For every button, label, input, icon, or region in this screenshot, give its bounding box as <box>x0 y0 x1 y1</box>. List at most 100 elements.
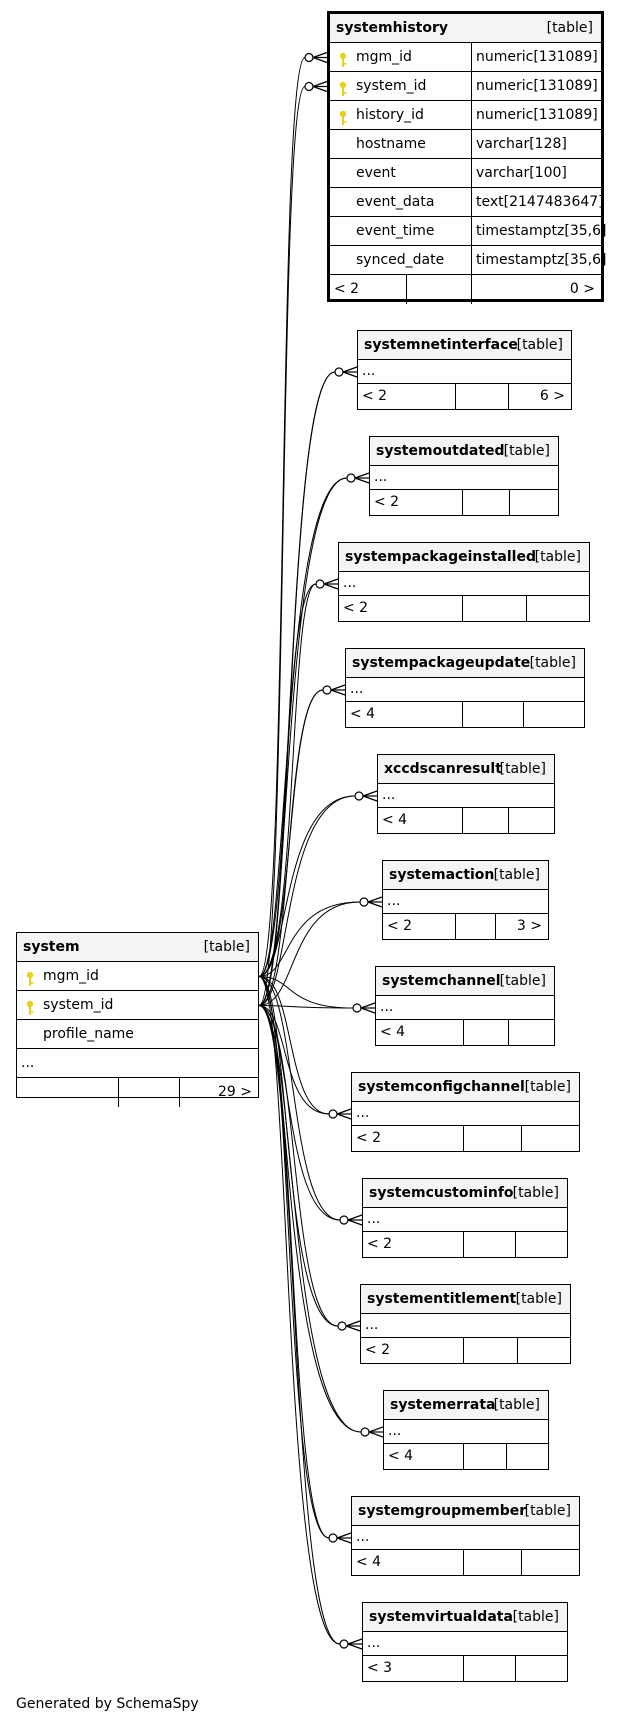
footer-parent-count: < 2 <box>374 490 399 514</box>
more-columns-row: ... <box>363 1208 567 1232</box>
cell-divider <box>471 217 472 245</box>
table-header[interactable]: systemaction [table] <box>383 861 548 890</box>
table-header[interactable]: system [table] <box>17 933 258 962</box>
table-footer: < 4 <box>352 1550 579 1575</box>
cell-divider <box>179 1078 180 1107</box>
column-type: numeric[131089] <box>476 101 598 129</box>
column-type: varchar[100] <box>476 159 567 187</box>
more-columns-row: ... <box>370 466 558 490</box>
ellipsis: ... <box>350 678 363 700</box>
table-systemchannel[interactable]: systemchannel [table] ... < 4 <box>375 966 555 1046</box>
column-row[interactable]: event_time timestamptz[35,6] <box>330 217 601 246</box>
ellipsis: ... <box>21 1049 34 1077</box>
crows-foot-marker <box>340 1215 362 1225</box>
column-type: numeric[131089] <box>476 43 598 71</box>
crows-foot-marker <box>353 1003 375 1013</box>
table-systemoutdated[interactable]: systemoutdated [table] ... < 2 <box>369 436 559 516</box>
cell-divider <box>523 702 524 727</box>
table-header[interactable]: systemchannel [table] <box>376 967 554 996</box>
table-header[interactable]: systemhistory [table] <box>330 14 601 43</box>
table-header[interactable]: systemnetinterface [table] <box>358 331 571 360</box>
ellipsis: ... <box>356 1526 369 1548</box>
cell-divider <box>455 384 456 409</box>
table-header[interactable]: xccdscanresult [table] <box>378 755 554 784</box>
table-systemcustominfo[interactable]: systemcustominfo [table] ... < 2 <box>362 1178 568 1258</box>
column-type: numeric[131089] <box>476 72 598 100</box>
column-name: system_id <box>356 72 426 100</box>
table-footer: < 4 <box>376 1020 554 1045</box>
table-header[interactable]: systemvirtualdata [table] <box>363 1603 567 1632</box>
column-name: mgm_id <box>356 43 412 71</box>
table-system[interactable]: system [table] mgm_id system_id profile_… <box>16 932 259 1098</box>
more-columns-row: ... <box>339 572 589 596</box>
table-header[interactable]: systemcustominfo [table] <box>363 1179 567 1208</box>
table-header[interactable]: systemoutdated [table] <box>370 437 558 466</box>
table-name: system <box>23 933 80 961</box>
table-type: [table] <box>513 1179 559 1207</box>
table-name: systemaction <box>389 861 494 889</box>
table-systemerrata[interactable]: systemerrata [table] ... < 4 <box>383 1390 549 1470</box>
ellipsis: ... <box>367 1208 380 1230</box>
more-columns-row: ... <box>378 784 554 808</box>
table-name: systemnetinterface <box>364 331 518 359</box>
more-columns-row: ... <box>352 1526 579 1550</box>
column-name: event <box>356 159 396 187</box>
table-name: systemoutdated <box>376 437 505 465</box>
cell-divider <box>506 1444 507 1469</box>
cell-divider <box>521 1550 522 1575</box>
cell-divider <box>517 1338 518 1363</box>
column-type: varchar[128] <box>476 130 567 158</box>
table-type: [table] <box>516 1285 562 1313</box>
column-row[interactable]: event varchar[100] <box>330 159 601 188</box>
column-row[interactable]: mgm_id numeric[131089] <box>330 43 601 72</box>
table-xccdscanresult[interactable]: xccdscanresult [table] ... < 4 <box>377 754 555 834</box>
column-row[interactable]: system_id numeric[131089] <box>330 72 601 101</box>
cell-divider <box>508 1020 509 1045</box>
relationship-edge <box>259 1006 329 1539</box>
table-systempackageinstalled[interactable]: systempackageinstalled [table] ... < 2 <box>338 542 590 622</box>
column-row[interactable]: event_data text[2147483647] <box>330 188 601 217</box>
table-header[interactable]: systemerrata [table] <box>384 1391 548 1420</box>
ellipsis: ... <box>387 890 400 912</box>
column-row[interactable]: synced_date timestamptz[35,6] <box>330 246 601 275</box>
cell-divider <box>118 1078 119 1107</box>
column-row[interactable]: profile_name <box>17 1020 258 1049</box>
table-header[interactable]: systemgroupmember [table] <box>352 1497 579 1526</box>
table-footer: < 2 <box>363 1232 567 1257</box>
table-name: xccdscanresult <box>384 755 502 783</box>
ellipsis: ... <box>343 572 356 594</box>
column-row[interactable]: mgm_id <box>17 962 258 991</box>
table-header[interactable]: systementitlement [table] <box>361 1285 570 1314</box>
table-systementitlement[interactable]: systementitlement [table] ... < 2 <box>360 1284 571 1364</box>
table-header[interactable]: systempackageinstalled [table] <box>339 543 589 572</box>
cell-divider <box>508 384 509 409</box>
relationship-edge <box>259 902 360 977</box>
table-systemgroupmember[interactable]: systemgroupmember [table] ... < 4 <box>351 1496 580 1576</box>
column-row[interactable]: hostname varchar[128] <box>330 130 601 159</box>
ellipsis: ... <box>382 784 395 806</box>
table-type: [table] <box>204 933 250 961</box>
table-systemconfigchannel[interactable]: systemconfigchannel [table] ... < 2 <box>351 1072 580 1152</box>
column-row[interactable]: history_id numeric[131089] <box>330 101 601 130</box>
cell-divider <box>509 490 510 515</box>
column-name: event_data <box>356 188 434 216</box>
more-columns-row: ... <box>352 1102 579 1126</box>
table-systemvirtualdata[interactable]: systemvirtualdata [table] ... < 3 <box>362 1602 568 1682</box>
table-systempackageupdate[interactable]: systempackageupdate [table] ... < 4 <box>345 648 585 728</box>
crows-foot-marker <box>361 1427 383 1437</box>
footer-parent-count: < 2 <box>356 1126 381 1150</box>
generated-by-footer: Generated by SchemaSpy <box>16 1696 199 1712</box>
table-header[interactable]: systemconfigchannel [table] <box>352 1073 579 1102</box>
cell-divider <box>463 1232 464 1257</box>
table-header[interactable]: systempackageupdate [table] <box>346 649 584 678</box>
table-systemaction[interactable]: systemaction [table] ... < 2 3 > <box>382 860 549 940</box>
table-name: systemcustominfo <box>369 1179 514 1207</box>
column-name: profile_name <box>43 1020 134 1048</box>
footer-parent-count: < 2 <box>343 596 368 620</box>
table-systemhistory[interactable]: systemhistory [table] mgm_id numeric[131… <box>327 11 604 302</box>
table-systemnetinterface[interactable]: systemnetinterface [table] ... < 2 6 > <box>357 330 572 410</box>
crows-foot-marker <box>329 1533 351 1543</box>
table-footer: < 4 <box>378 808 554 833</box>
footer-child-count: 29 > <box>218 1078 252 1106</box>
column-row[interactable]: system_id <box>17 991 258 1020</box>
